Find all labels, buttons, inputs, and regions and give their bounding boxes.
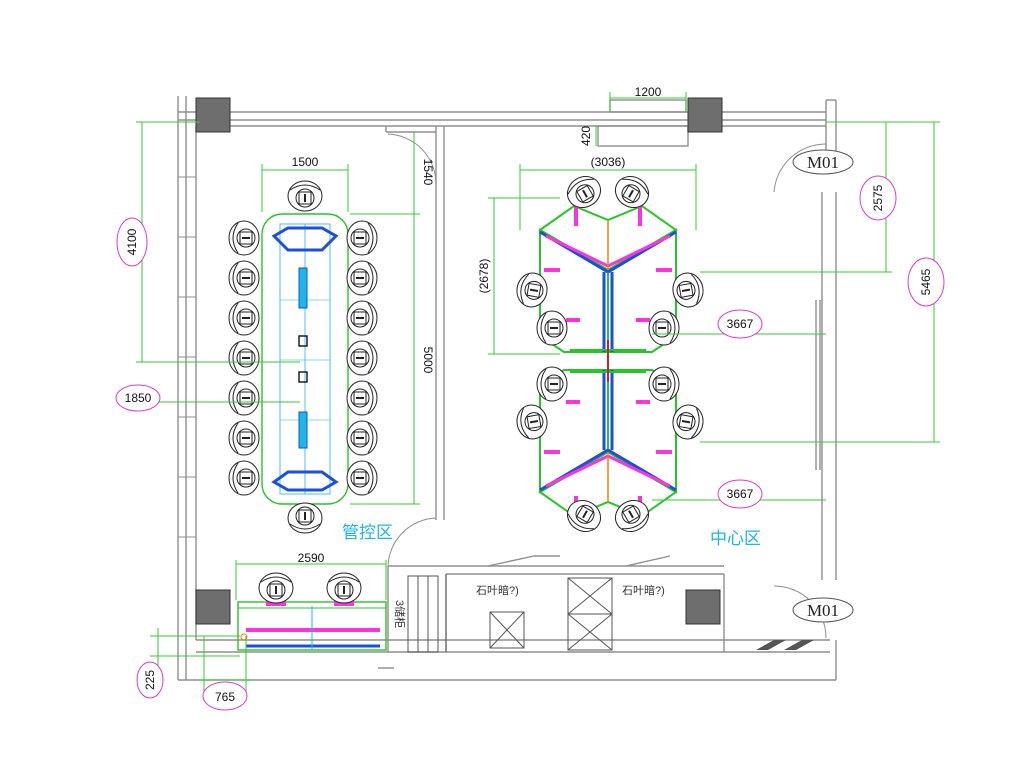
chair-icon bbox=[228, 420, 260, 456]
chair-icon bbox=[228, 260, 260, 296]
service-fixtures bbox=[407, 574, 613, 653]
chair-icon bbox=[648, 366, 680, 402]
tag-center-lower: 3667 bbox=[717, 479, 763, 509]
tag-bench-gap: 225 bbox=[136, 661, 164, 699]
chair-icon bbox=[287, 502, 323, 534]
dim-center-upper: 3667 bbox=[727, 317, 754, 331]
dim-cluster-depth: (2678) bbox=[477, 259, 491, 294]
dim-bench-width: 2590 bbox=[298, 551, 325, 565]
bottom-bench bbox=[237, 600, 387, 651]
chair-icon bbox=[516, 404, 548, 440]
service-note-right: 石叶暗?) bbox=[622, 583, 665, 597]
dimension-lines bbox=[136, 92, 940, 700]
dim-left-depth: 4100 bbox=[125, 228, 139, 255]
chair-icon bbox=[228, 340, 260, 376]
chair-icon bbox=[346, 220, 378, 256]
door-tag-top: M01 bbox=[792, 149, 854, 175]
chair-icon bbox=[516, 272, 548, 308]
chair-icon bbox=[326, 572, 362, 604]
door-label-top: M01 bbox=[807, 153, 839, 172]
chair-icon bbox=[648, 310, 680, 346]
chair-icon bbox=[228, 380, 260, 416]
chair-icon bbox=[536, 366, 568, 402]
closet-note: 3储柜 bbox=[393, 600, 407, 628]
tag-wall-offset: 1850 bbox=[115, 384, 161, 412]
chair-icon bbox=[672, 272, 704, 308]
chair-icon bbox=[346, 340, 378, 376]
chair-icon bbox=[614, 175, 650, 209]
chair-icon bbox=[346, 300, 378, 336]
dim-table-length: 5000 bbox=[421, 347, 435, 374]
door-label-bottom: M01 bbox=[807, 601, 839, 620]
conference-chairs bbox=[228, 180, 378, 534]
door-tag-bottom: M01 bbox=[792, 597, 854, 623]
dim-window-height: 420 bbox=[579, 126, 593, 146]
conference-table bbox=[261, 213, 349, 505]
zone-label-control: 管控区 bbox=[342, 523, 393, 542]
chair-icon bbox=[228, 460, 260, 496]
chair-icon bbox=[566, 175, 602, 209]
chair-icon bbox=[287, 180, 323, 212]
chair-icon bbox=[346, 380, 378, 416]
dim-right-top: 2575 bbox=[871, 184, 885, 211]
structural-columns bbox=[195, 97, 723, 625]
dim-wall-offset: 1850 bbox=[125, 391, 152, 405]
chair-icon bbox=[566, 499, 602, 533]
chair-icon bbox=[228, 220, 260, 256]
dim-center-lower: 3667 bbox=[727, 487, 754, 501]
chair-icon bbox=[346, 420, 378, 456]
dim-window-width: 1200 bbox=[635, 85, 662, 99]
chair-icon bbox=[258, 572, 294, 604]
stair-marks bbox=[756, 640, 814, 650]
dim-bench-offset: 765 bbox=[215, 690, 235, 704]
chair-icon bbox=[346, 260, 378, 296]
dim-right-total: 5465 bbox=[919, 268, 933, 295]
tag-right-top: 2575 bbox=[859, 175, 897, 221]
chair-icon bbox=[346, 460, 378, 496]
service-note-left: 石叶暗?) bbox=[476, 583, 519, 597]
bench-chairs bbox=[258, 572, 362, 604]
chair-icon bbox=[536, 310, 568, 346]
tag-left-depth: 4100 bbox=[116, 217, 148, 267]
dim-cluster-width: (3036) bbox=[591, 155, 626, 169]
chair-icon bbox=[228, 300, 260, 336]
dim-table-width: 1500 bbox=[292, 155, 319, 169]
dim-top-clear: 1540 bbox=[421, 159, 435, 186]
workstation-cluster-upper bbox=[538, 204, 678, 353]
dim-bench-gap: 225 bbox=[143, 670, 157, 690]
door-swings bbox=[387, 133, 827, 639]
chair-icon bbox=[672, 404, 704, 440]
zone-label-center: 中心区 bbox=[710, 529, 761, 548]
chair-icon bbox=[614, 499, 650, 533]
tag-bench-offset: 765 bbox=[202, 681, 248, 711]
cluster-chairs bbox=[516, 175, 704, 533]
tag-center-upper: 3667 bbox=[717, 309, 763, 339]
tag-right-total: 5465 bbox=[907, 257, 945, 307]
wall-ticks bbox=[178, 176, 196, 538]
